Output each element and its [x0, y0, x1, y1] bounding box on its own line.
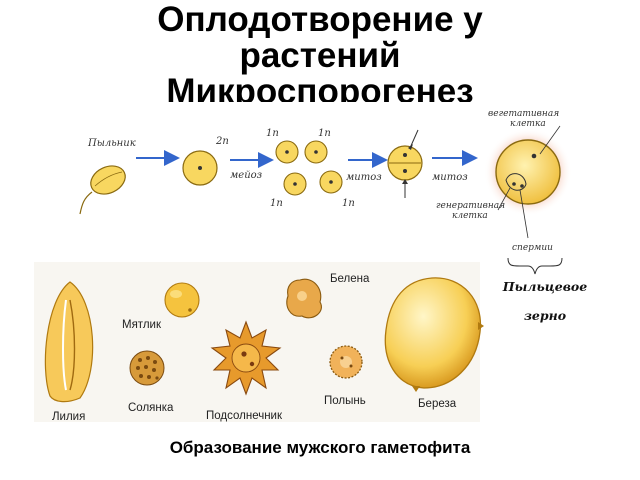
- sperm-brace: [507, 257, 563, 275]
- title-line-1: Оплодотворение у: [157, 0, 483, 39]
- label-1n-top-right: 1n: [318, 128, 331, 139]
- label-mitosis-1: митоз: [346, 172, 382, 183]
- sperm-label: спермии: [512, 243, 553, 253]
- bluegrass-pollen: [164, 282, 200, 318]
- sunflower-label: Подсолнечник: [206, 410, 283, 422]
- pollen-grain-caption-2: зерно: [523, 308, 567, 323]
- title-line-3: Микроспорогенез: [166, 72, 474, 103]
- lily-pollen: [44, 281, 94, 403]
- label-1n-top-left: 1n: [266, 128, 279, 139]
- bluegrass-label: Мятлик: [122, 319, 162, 331]
- tetrad-cells: [275, 140, 343, 196]
- anther-drawing: [79, 165, 126, 215]
- wormwood-pollen: [329, 345, 363, 379]
- birch-pollen: [384, 277, 484, 392]
- dividing-cell: [387, 129, 423, 198]
- title-line-2: растений: [239, 36, 401, 75]
- saltwort-label: Солянка: [128, 402, 174, 414]
- henbane-label: Белена: [330, 273, 370, 285]
- generative-cell-label-1: генеративная: [436, 201, 505, 211]
- pollen-grain-caption-1: Пыльцевое: [502, 279, 588, 294]
- label-1n-bottom-right: 1n: [342, 198, 355, 209]
- slide-title: Оплодотворение у растений Микроспорогене…: [0, 0, 640, 103]
- generative-cell-label-2: клетка: [452, 211, 488, 221]
- vegetative-cell-label-1: вегетативная: [488, 109, 559, 119]
- saltwort-pollen: [129, 350, 165, 386]
- vegetative-cell-label-2: клетка: [510, 119, 546, 129]
- sunflower-pollen: [210, 320, 282, 396]
- label-2n: 2n: [215, 136, 229, 147]
- label-meiosis: мейоз: [230, 170, 262, 181]
- diploid-nucleus: [198, 166, 202, 170]
- mature-pollen-grain: [484, 125, 572, 239]
- wormwood-label: Полынь: [324, 395, 366, 407]
- figure-caption: Образование мужского гаметофита: [169, 438, 471, 457]
- label-1n-bottom-left: 1n: [270, 198, 283, 209]
- lily-label: Лилия: [52, 411, 85, 423]
- anther-label: Пыльник: [87, 138, 136, 149]
- label-mitosis-2: митоз: [432, 172, 468, 183]
- henbane-pollen: [286, 278, 322, 319]
- birch-label: Береза: [418, 398, 457, 410]
